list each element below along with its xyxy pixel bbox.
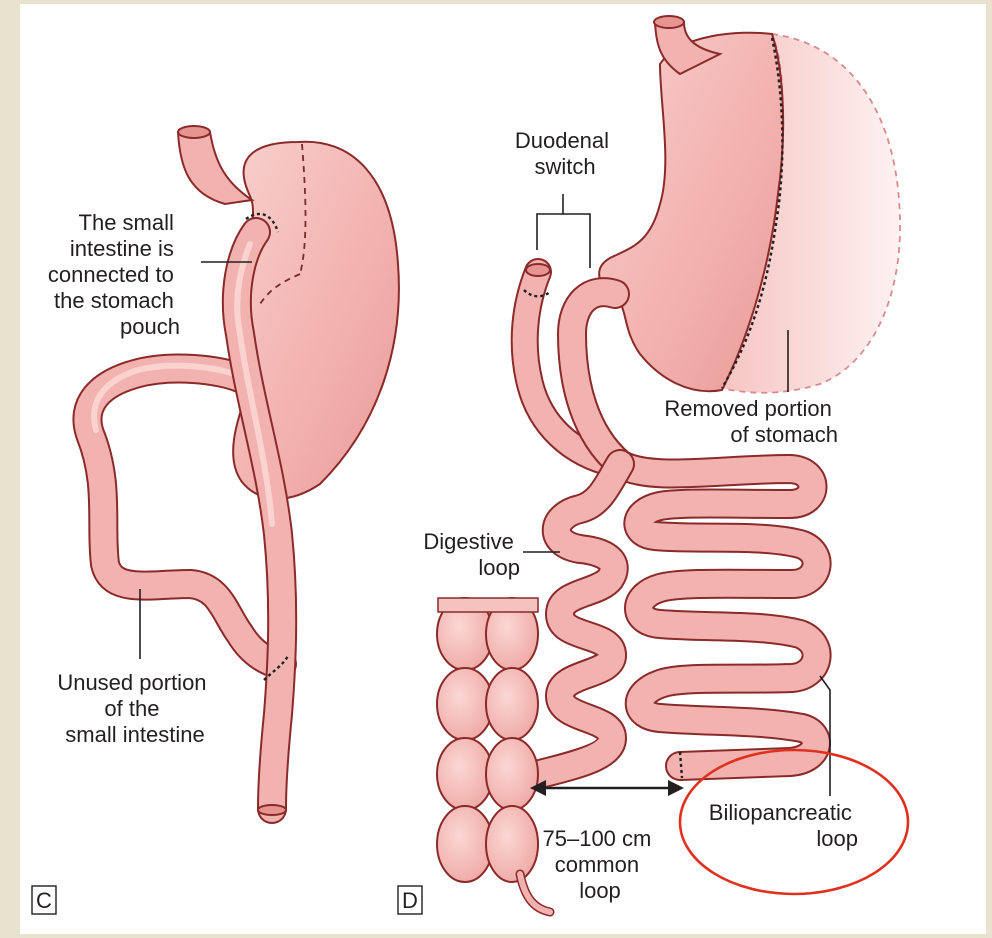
label-digestive: Digestive loop — [423, 529, 520, 580]
bariatric-surgery-diagram: The small intestine is connected to the … — [20, 4, 986, 934]
label-common: 75–100 cm common loop — [543, 826, 658, 903]
label-unused: Unused portion of the small intestine — [57, 670, 212, 747]
panel-d: Duodenal switch Removed portion of stoma… — [398, 16, 908, 914]
esophagus-opening-c — [178, 126, 210, 138]
duodenal-stump-end — [526, 264, 550, 276]
panel-c: The small intestine is connected to the … — [32, 126, 399, 914]
roux-limb-end — [258, 805, 286, 815]
figure-frame: The small intestine is connected to the … — [20, 4, 986, 934]
panel-letter-d: D — [402, 888, 418, 913]
label-removed: Removed portion of stomach — [664, 396, 838, 447]
colon — [437, 598, 550, 912]
esophagus-opening-d — [654, 16, 684, 28]
label-connected: The small intestine is connected to the … — [48, 210, 180, 339]
esophagus-c — [178, 132, 252, 204]
panel-letter-c: C — [36, 888, 52, 913]
label-switch: Duodenal switch — [515, 128, 615, 179]
label-biliopancreatic: Biliopancreatic loop — [709, 800, 858, 851]
